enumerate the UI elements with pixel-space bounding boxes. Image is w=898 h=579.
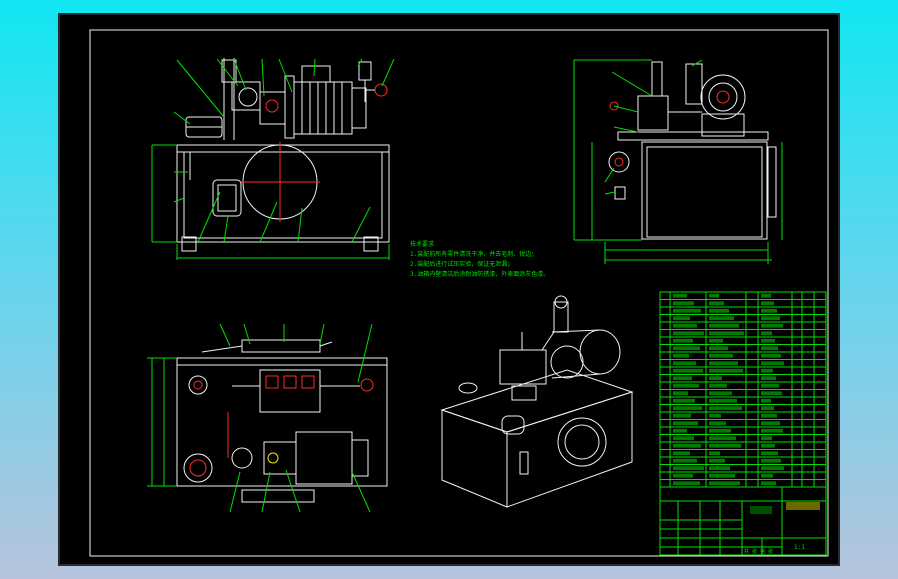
- drawing-border: [89, 29, 829, 557]
- parts-list-table: [659, 291, 827, 488]
- front-view: [151, 58, 395, 260]
- scale-label: 1:1: [794, 544, 805, 551]
- tech-note-heading: 技术要求: [410, 240, 434, 248]
- tech-note-2: 2.装配后进行试压实验，保证无泄漏；: [410, 260, 513, 268]
- sheet-label: 共 张 第 张: [744, 548, 773, 555]
- cad-canvas: 技术要求 1.装配前所有零件清洗干净，并去毛刺、锐边； 2.装配后进行试压实验，…: [89, 29, 829, 557]
- title-block: 1:1 共 张 第 张: [659, 486, 827, 556]
- isometric-view: [440, 295, 634, 508]
- drawing-sheet: 技术要求 1.装配前所有零件清洗干净，并去毛刺、锐边； 2.装配后进行试压实验，…: [58, 13, 840, 566]
- tech-note-1: 1.装配前所有零件清洗干净，并去毛刺、锐边；: [410, 250, 537, 258]
- tech-note-3: 3.油箱内壁清洁后涂耐油防锈漆，外表面涂灰色漆。: [410, 270, 549, 278]
- technical-notes: 技术要求 1.装配前所有零件清洗干净，并去毛刺、锐边； 2.装配后进行试压实验，…: [410, 240, 549, 278]
- top-view: [147, 323, 388, 513]
- side-view: [573, 59, 783, 264]
